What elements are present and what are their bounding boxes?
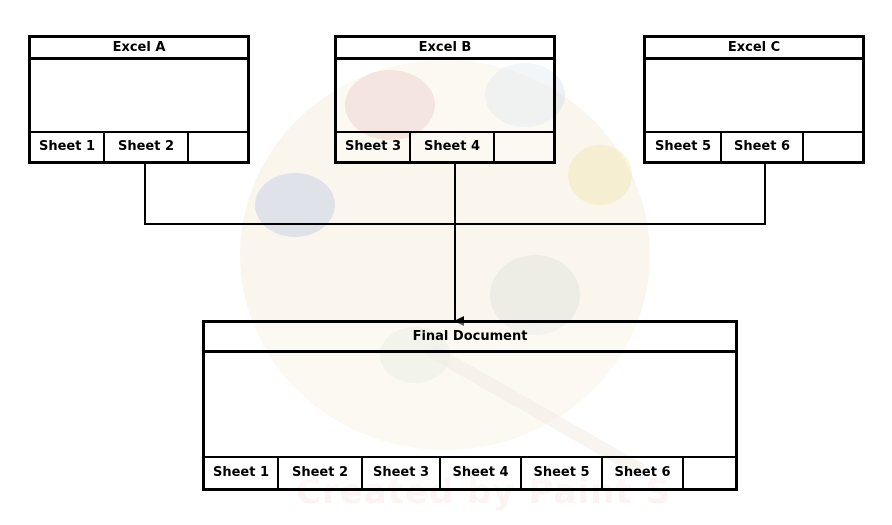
watermark-text: Created by Paint S — [296, 472, 671, 512]
sheet-tab[interactable]: Sheet 2 — [279, 458, 363, 488]
excel-c-title: Excel C — [646, 38, 862, 60]
sheet-tab[interactable]: Sheet 6 — [603, 458, 684, 488]
excel-a-sheet-tabs: Sheet 1 Sheet 2 — [31, 131, 247, 161]
excel-a-box: Excel A Sheet 1 Sheet 2 — [28, 35, 250, 164]
sheet-tab[interactable]: Sheet 2 — [105, 133, 189, 161]
final-document-sheet-tabs: Sheet 1 Sheet 2 Sheet 3 Sheet 4 Sheet 5 … — [205, 456, 735, 488]
sheet-tab[interactable]: Sheet 6 — [722, 133, 804, 161]
sheet-tab[interactable]: Sheet 1 — [31, 133, 105, 161]
sheet-tab-empty — [804, 133, 862, 161]
final-document-title: Final Document — [205, 323, 735, 353]
excel-a-title: Excel A — [31, 38, 247, 60]
sheet-tab[interactable]: Sheet 4 — [411, 133, 495, 161]
sheet-tab[interactable]: Sheet 3 — [337, 133, 411, 161]
excel-c-box: Excel C Sheet 5 Sheet 6 — [643, 35, 865, 164]
sheet-tab[interactable]: Sheet 4 — [441, 458, 522, 488]
sheet-tab[interactable]: Sheet 5 — [522, 458, 603, 488]
sheet-tab[interactable]: Sheet 1 — [205, 458, 279, 488]
sheet-tab[interactable]: Sheet 5 — [646, 133, 722, 161]
sheet-tab-empty — [495, 133, 553, 161]
excel-c-sheet-tabs: Sheet 5 Sheet 6 — [646, 131, 862, 161]
sheet-tab-empty — [684, 458, 735, 488]
excel-b-title: Excel B — [337, 38, 553, 60]
excel-b-box: Excel B Sheet 3 Sheet 4 — [334, 35, 556, 164]
sheet-tab-empty — [189, 133, 247, 161]
sheet-tab[interactable]: Sheet 3 — [363, 458, 441, 488]
excel-b-sheet-tabs: Sheet 3 Sheet 4 — [337, 131, 553, 161]
final-document-box: Final Document Sheet 1 Sheet 2 Sheet 3 S… — [202, 320, 738, 491]
